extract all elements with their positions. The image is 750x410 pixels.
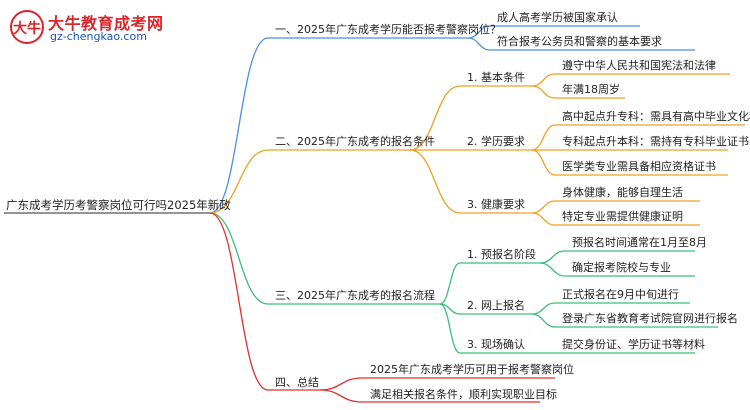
edge-b2s1-leaf-1 (531, 73, 556, 87)
branch-2-sub-2-leaf-2: 专科起点升本科：需持有专科毕业证书 (562, 135, 749, 148)
branch-4-topic: 四、总结 (275, 376, 319, 389)
branch-1-topic: 一、2025年广东成考学历能否报考警察岗位？ (275, 23, 501, 36)
edge-b4-leaf-1 (319, 377, 363, 391)
edge-b2s3-leaf-1 (531, 200, 556, 214)
branch-2-sub-1: 1. 基本条件 (467, 71, 525, 84)
logo-badge-icon: 大牛 (10, 10, 44, 44)
logo-title: 大牛教育成考网 (48, 14, 164, 33)
site-logo[interactable]: 大牛 大牛教育成考网 gz-chengkao.com (6, 8, 196, 50)
branch-2-sub-2-leaf-1: 高中起点升专科：需具有高中毕业文化程度 (562, 110, 750, 123)
branch-3-sub-2-leaf-1: 正式报名在9月中旬进行 (562, 288, 679, 301)
root-topic: 广东成考学历考警察岗位可行吗2025年新政 (6, 198, 231, 212)
edge-b2s3-leaf-2 (531, 212, 556, 226)
edge-root-branch-2 (209, 149, 269, 214)
edge-b3-sub-1 (439, 262, 461, 305)
branch-3-sub-3: 3. 现场确认 (467, 338, 525, 351)
branch-1-leaf-1: 成人高考学历被国家承认 (497, 11, 618, 24)
edge-b2s2-leaf-1 (531, 124, 556, 151)
branch-3-sub-1-leaf-2: 确定报考院校与专业 (572, 261, 671, 274)
edge-b1-leaf-2 (467, 37, 491, 51)
branch-2-sub-3-leaf-1: 身体健康，能够自理生活 (562, 186, 683, 199)
edge-b2-sub-3 (409, 149, 461, 214)
edge-b3s2-leaf-1 (531, 302, 556, 315)
branch-4-leaf-2: 满足相关报名条件，顺利实现职业目标 (370, 388, 557, 401)
edge-b3s1-leaf-2 (539, 262, 566, 277)
edge-b3s2-leaf-2 (531, 313, 556, 328)
edge-root-branch-1 (209, 37, 269, 214)
branch-2-sub-3-leaf-2: 特定专业需提供健康证明 (562, 210, 683, 223)
edge-b4-leaf-2 (319, 389, 363, 403)
branch-1-leaf-2: 符合报考公务员和警察的基本要求 (497, 35, 662, 48)
branch-3-topic: 三、2025年广东成考的报名流程 (275, 289, 435, 302)
branch-3-sub-2: 2. 网上报名 (467, 299, 525, 312)
edge-b2s2-leaf-3 (531, 149, 556, 176)
branch-2-sub-2: 2. 学历要求 (467, 135, 525, 148)
edge-b3s1-leaf-1 (539, 250, 566, 264)
branch-2-sub-2-leaf-3: 医学类专业需具备相应资格证书 (562, 160, 716, 173)
branch-3-sub-1-leaf-1: 预报名时间通常在1月至8月 (572, 236, 707, 249)
branch-2-topic: 二、2025年广东成考的报名条件 (275, 135, 435, 148)
branch-3-sub-3-leaf-1: 提交身份证、学历证书等材料 (562, 338, 705, 351)
edge-b2-sub-1 (409, 85, 461, 151)
branch-2-sub-1-leaf-2: 年满18周岁 (562, 83, 620, 96)
branch-2-sub-3: 3. 健康要求 (467, 198, 525, 211)
branch-3-sub-1: 1. 预报名阶段 (467, 248, 536, 261)
edge-b2s1-leaf-2 (531, 85, 556, 99)
branch-3-sub-2-leaf-2: 登录广东省教育考试院官网进行报名 (562, 312, 738, 325)
edge-root-branch-4 (209, 212, 269, 391)
logo-url: gz-chengkao.com (50, 30, 147, 43)
branch-2-sub-1-leaf-1: 遵守中华人民共和国宪法和法律 (562, 59, 716, 72)
branch-4-leaf-1: 2025年广东成考学历可用于报考警察岗位 (370, 363, 574, 376)
edge-root-branch-3 (209, 212, 269, 305)
edge-b3-sub-3 (439, 303, 461, 354)
